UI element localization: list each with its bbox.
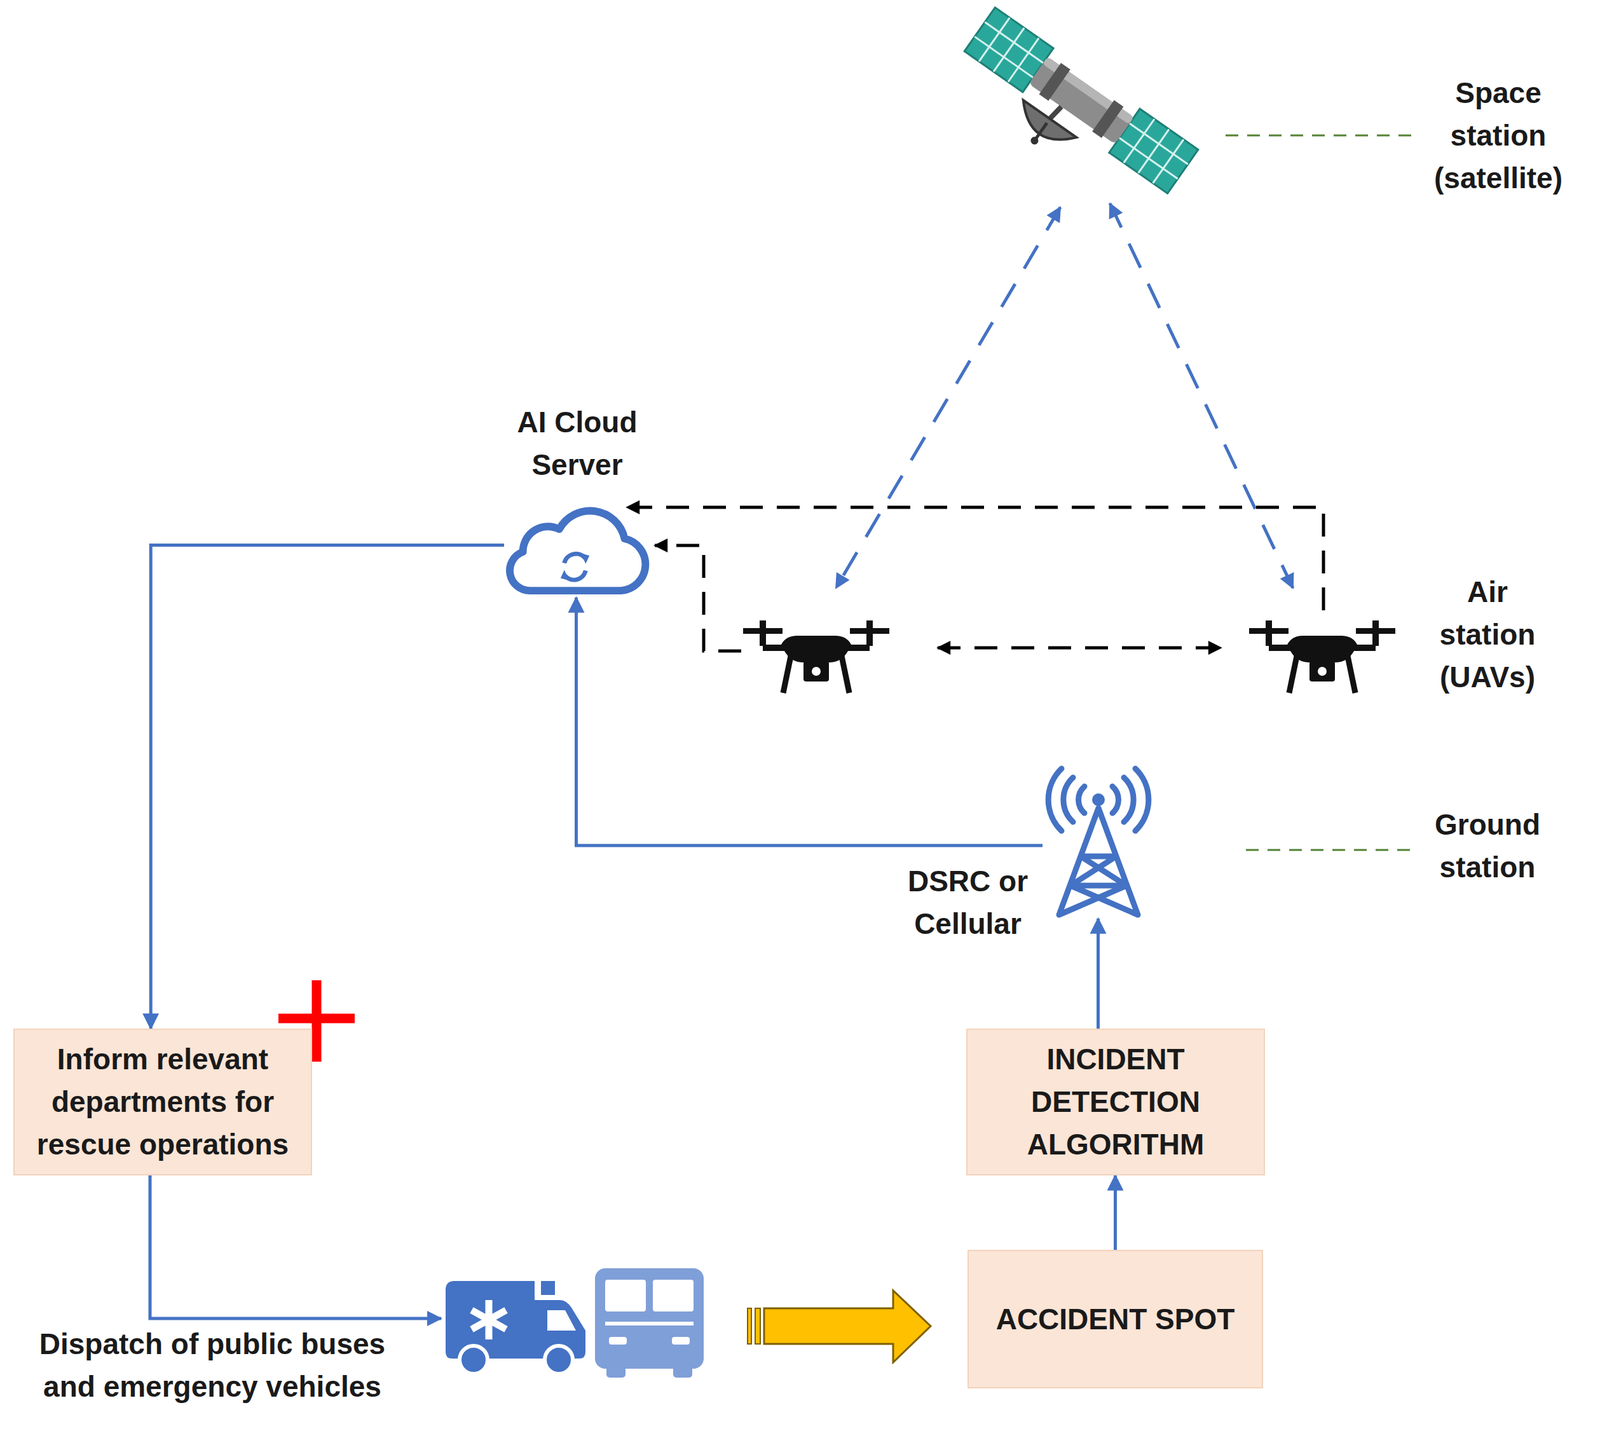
leader-line: [1225, 134, 1417, 137]
flow-arrow: [576, 597, 1044, 846]
flow-arrow: [1113, 1175, 1117, 1250]
caption-label: Dispatch of public buses and emergency v…: [24, 1322, 400, 1409]
uav-cloud-link: [626, 507, 1324, 611]
box-text: ACCIDENT SPOT: [996, 1298, 1236, 1341]
flow-arrow: [150, 545, 505, 1030]
layer-label: Space station (satellite): [1422, 71, 1575, 200]
cloud-server-icon: [504, 502, 649, 598]
leader-line: [1245, 849, 1417, 852]
process-box: INCIDENT DETECTION ALGORITHM: [966, 1028, 1265, 1176]
satellite-link: [1109, 203, 1293, 589]
layer-label: Ground station: [1423, 803, 1552, 889]
process-box: Inform relevant departments for rescue o…: [13, 1028, 313, 1176]
uav-link: [937, 646, 1222, 650]
uav-icon: [1249, 620, 1396, 693]
cell-tower-icon: [1042, 772, 1154, 919]
layer-label: Air station (UAVs): [1423, 570, 1552, 699]
flow-arrow: [1096, 918, 1100, 1029]
box-text: Inform relevant departments for rescue o…: [27, 1038, 299, 1166]
bus-icon: [594, 1268, 704, 1378]
node-label: DSRC or Cellular: [899, 860, 1037, 946]
cell-tower: DSRC or Cellular: [1042, 772, 1154, 919]
cloud-server: AI Cloud Server: [504, 502, 649, 598]
node-label: AI Cloud Server: [494, 401, 660, 487]
satellite-icon: [943, 7, 1199, 224]
uav-cloud-link: [654, 545, 742, 651]
satellite-link: [835, 207, 1061, 589]
process-box: ACCIDENT SPOT: [967, 1249, 1264, 1389]
box-text: INCIDENT DETECTION ALGORITHM: [980, 1038, 1252, 1166]
travel-arrow: [747, 1290, 931, 1363]
uav-icon: [743, 620, 890, 693]
ambulance-icon: [445, 1280, 586, 1374]
dispatch-line: [150, 1170, 442, 1319]
